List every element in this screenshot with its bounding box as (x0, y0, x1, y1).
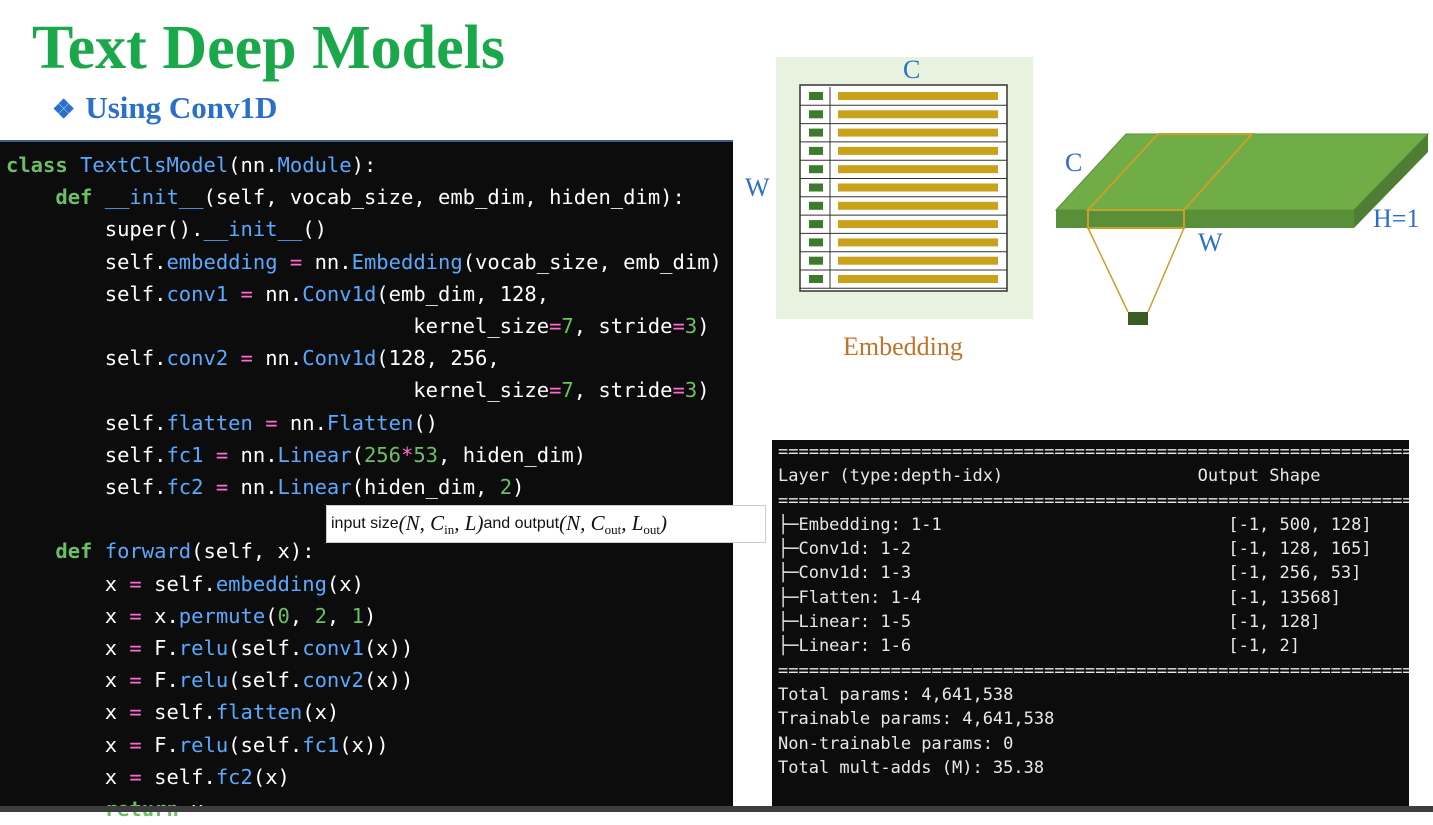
summary-row: ├─Conv1d: 1-3 [-1, 256, 53] (778, 563, 1362, 584)
code-line: super().__init__() (6, 217, 327, 242)
size-annotation: input size (N, Cin, L) and output (N, Co… (326, 505, 766, 543)
code-line: x = F.relu(self.conv1(x)) (6, 636, 414, 661)
code-line: x = F.relu(self.conv2(x)) (6, 668, 414, 693)
summary-rule: ========================================… (778, 442, 1409, 462)
summary-total: Trainable params: 4,641,538 (778, 709, 1055, 730)
code-line: kernel_size=7, stride=3) (6, 378, 710, 403)
slide-title: Text Deep Models (32, 14, 505, 82)
slab-side (1354, 134, 1428, 228)
summary-rule: ========================================… (778, 490, 1409, 511)
embedding-vector-bar (838, 220, 998, 229)
embedding-vector-bar (838, 165, 998, 174)
embedding-vector-bar (838, 92, 998, 100)
size-note-middle: and output (483, 515, 560, 532)
slide-subtitle: ❖ Using Conv1D (52, 88, 277, 130)
summary-row: ├─Linear: 1-6 [-1, 2] (778, 636, 1300, 657)
code-line: self.embedding = nn.Embedding(vocab_size… (6, 249, 722, 274)
embedding-index-cell (809, 275, 823, 283)
conv-slab-diagram (1054, 133, 1430, 325)
embedding-vector-bar (838, 275, 998, 283)
code-line: self.flatten = nn.Flatten() (6, 410, 439, 435)
summary-row: ├─Embedding: 1-1 [-1, 500, 128] (778, 514, 1372, 535)
code-line: def forward(self, x): (55, 539, 315, 564)
input-size-math: (N, Cin, L) (398, 510, 484, 537)
embedding-index-cell (809, 146, 823, 155)
summary-total: Total params: 4,641,538 (778, 684, 1014, 705)
embedding-vector-bar (838, 146, 998, 155)
embedding-index-cell (809, 165, 823, 174)
code-line: x = F.relu(self.fc1(x)) (6, 732, 389, 757)
embedding-index-cell (809, 92, 823, 100)
code-line: x = self.embedding(x) (6, 571, 364, 596)
code-panel: class TextClsModel(nn.Module): def __ini… (0, 140, 733, 821)
code-line: self.conv1 = nn.Conv1d(emb_dim, 128, (6, 281, 550, 306)
model-summary-text: ========================================… (772, 440, 1409, 780)
embedding-index-cell (809, 201, 823, 210)
code-line: self.fc2 = nn.Linear(hiden_dim, 2) (6, 475, 525, 500)
summary-row: ├─Linear: 1-5 [-1, 128] (778, 612, 1321, 633)
code-line: self.conv2 = nn.Conv1d(128, 256, (6, 346, 500, 371)
code-line: x = x.permute(0, 2, 1) (6, 603, 377, 628)
subtitle-text: Using Conv1D (85, 90, 278, 125)
code-line: x = self.fc2(x) (6, 764, 290, 789)
bottom-bar (0, 806, 1433, 812)
embedding-index-cell (809, 183, 823, 192)
slab-w-label: W (1198, 228, 1223, 257)
embedding-index-cell (809, 238, 823, 247)
summary-row: ├─Conv1d: 1-2 [-1, 128, 165] (778, 539, 1372, 560)
output-size-math: (N, Cout, Lout) (559, 510, 668, 537)
embedding-matrix (799, 84, 1008, 292)
slab-c-label: C (1065, 148, 1083, 177)
slab-front (1056, 210, 1354, 228)
summary-header: Layer (type:depth-idx) Output Shape (778, 466, 1321, 487)
embedding-index-cell (809, 128, 823, 137)
summary-rule: ========================================… (778, 660, 1409, 681)
size-note-prefix: input size (331, 515, 399, 532)
summary-total: Total mult-adds (M): 35.38 (778, 757, 1045, 778)
code-line: class TextClsModel(nn.Module): (6, 153, 377, 177)
embedding-caption: Embedding (843, 332, 963, 361)
embedding-vector-bar (838, 128, 998, 137)
embedding-index-cell (809, 220, 823, 229)
model-summary-panel: ========================================… (772, 440, 1409, 812)
embedding-vector-bar (838, 238, 998, 247)
output-cell (1128, 312, 1148, 325)
diamond-bullet-icon: ❖ (52, 95, 76, 124)
embedding-vector-bar (838, 110, 998, 119)
code-line: kernel_size=7, stride=3) (6, 314, 710, 339)
embedding-index-cell (809, 110, 823, 119)
code-line: self.fc1 = nn.Linear(256*53, hiden_dim) (6, 442, 587, 467)
embedding-vector-bar (838, 256, 998, 265)
embedding-index-cell (809, 256, 823, 265)
code-line: x = self.flatten(x) (6, 700, 340, 725)
embedding-c-label: C (903, 55, 921, 84)
slab-h-label: H=1 (1373, 204, 1420, 233)
code-block: class TextClsModel(nn.Module): def __ini… (0, 142, 733, 825)
summary-row: ├─Flatten: 1-4 [-1, 13568] (778, 587, 1341, 608)
embedding-vector-bar (838, 201, 998, 210)
embedding-w-label: W (745, 173, 770, 202)
summary-total: Non-trainable params: 0 (778, 733, 1014, 754)
embedding-vector-bar (838, 183, 998, 192)
code-line: def __init__(self, vocab_size, emb_dim, … (55, 185, 685, 210)
